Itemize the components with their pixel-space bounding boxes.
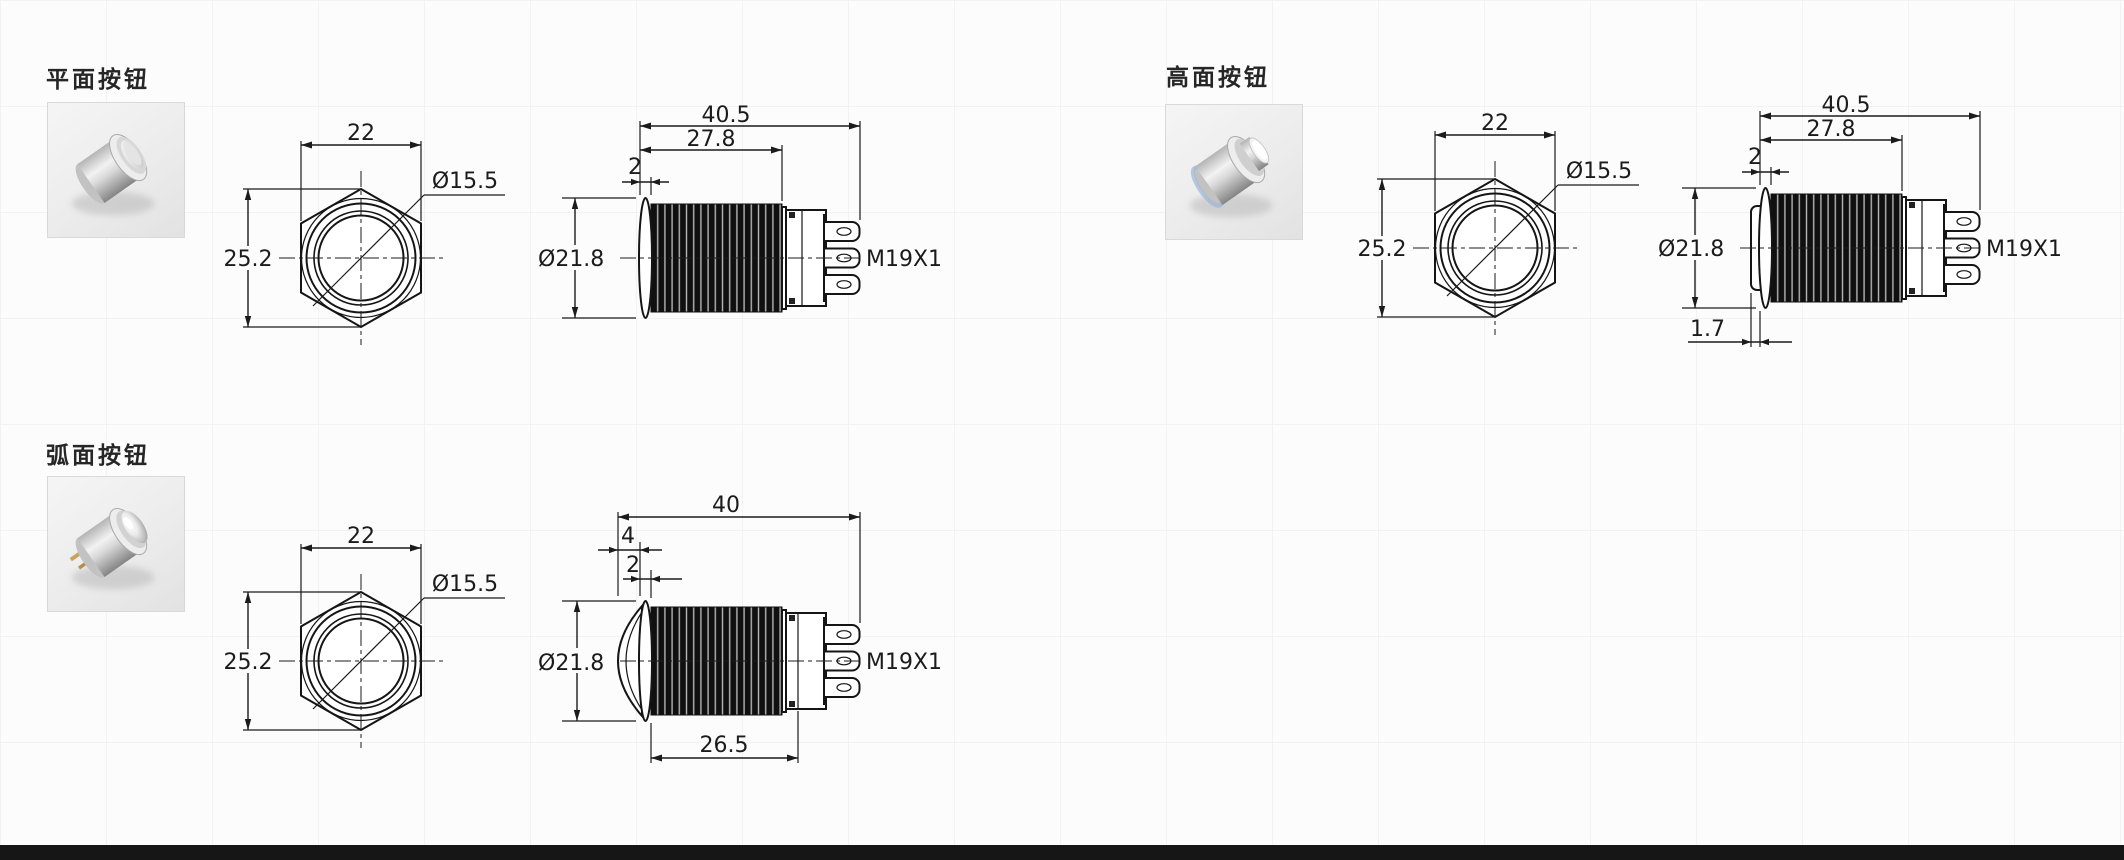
side-view-drawing-high: 40.5 27.8 2 Ø21.8 M19X1 1.7	[1654, 93, 2062, 347]
section-title-flat: 平面按钮	[46, 67, 150, 93]
dim-flange-dia: Ø21.8	[538, 247, 604, 272]
dim-width: 22	[1481, 111, 1509, 136]
dim-bezel-thickness: 2	[1748, 145, 1762, 170]
product-photo-high	[1165, 104, 1303, 240]
section-title-domed: 弧面按钮	[46, 443, 150, 469]
side-view-drawing-domed: 40 4 2 Ø21.8 M19X1 26.5	[534, 493, 942, 763]
flat-button-photo-art	[71, 134, 155, 216]
dim-button-dia: Ø15.5	[432, 169, 498, 194]
dim-width: 22	[347, 121, 375, 146]
dim-button-dia: Ø15.5	[432, 572, 498, 597]
thread-spec-label: M19X1	[1986, 237, 2062, 262]
dim-bezel-thickness: 2	[628, 155, 642, 180]
dim-height: 25.2	[224, 650, 273, 675]
dim-button-dia: Ø15.5	[1566, 159, 1632, 184]
section-title-high: 高面按钮	[1166, 65, 1270, 91]
dim-thread-length: 27.8	[1807, 117, 1856, 142]
dim-bezel-thickness: 2	[626, 553, 640, 578]
dim-total-length: 40.5	[702, 103, 751, 128]
dim-flange-dia: Ø21.8	[1658, 237, 1724, 262]
dim-flange-dia: Ø21.8	[538, 651, 604, 676]
thread-spec-label: M19X1	[866, 247, 942, 272]
dim-height: 25.2	[1358, 237, 1407, 262]
bottom-bar	[0, 845, 2124, 860]
dim-height: 25.2	[224, 247, 273, 272]
dim-width: 22	[347, 524, 375, 549]
thread-spec-label: M19X1	[866, 650, 942, 675]
front-view-drawing-high: Ø15.5 22 25.2	[1358, 111, 1639, 335]
dim-total-length: 40.5	[1822, 93, 1871, 118]
domed-button-photo-art	[69, 508, 155, 590]
dim-base-length: 26.5	[700, 733, 749, 758]
product-photo-flat	[47, 102, 185, 238]
front-view-drawing-flat: Ø15.5 22 25.2	[224, 121, 505, 345]
dim-total-length: 40	[712, 493, 740, 518]
dim-protrusion: 1.7	[1690, 317, 1725, 342]
front-view-drawing-domed: Ø15.5 22 25.2	[224, 524, 505, 748]
high-button-photo-art	[1189, 136, 1273, 218]
side-view-drawing-flat: 40.5 27.8 2 Ø21.8 M19X1	[534, 103, 942, 319]
product-photo-domed	[47, 476, 185, 612]
dim-dome-height: 4	[621, 524, 635, 549]
dim-thread-length: 27.8	[687, 127, 736, 152]
